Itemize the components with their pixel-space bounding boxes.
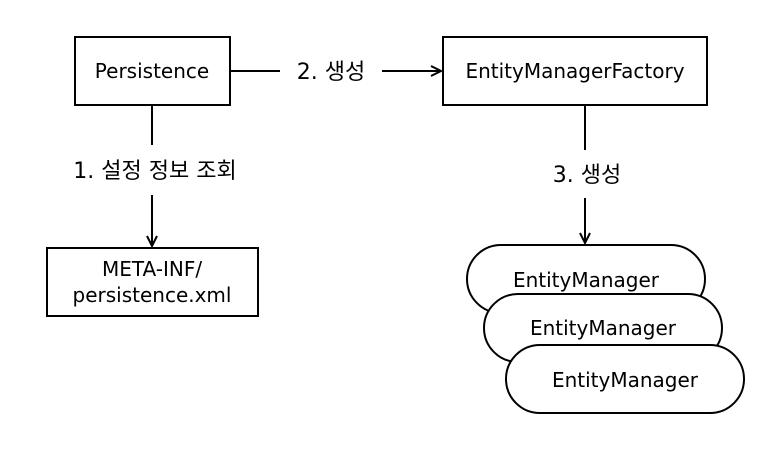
persistence-node: Persistence: [74, 36, 231, 106]
edge-create-factory: 2. 생성: [230, 60, 441, 85]
edge-create-manager-label: 3. 생성: [553, 163, 621, 188]
entity-manager-label-2: EntityManager: [530, 316, 677, 340]
persistence-xml-label-line1: META-INF/: [102, 257, 202, 281]
entity-manager-factory-label: EntityManagerFactory: [465, 59, 684, 83]
entity-manager-label-3: EntityManager: [552, 368, 699, 392]
entity-manager-label-1: EntityManager: [513, 268, 660, 292]
persistence-label: Persistence: [95, 59, 209, 83]
persistence-xml-node: META-INF/ persistence.xml: [46, 247, 259, 317]
edge-create-manager: 3. 생성: [553, 105, 621, 243]
persistence-xml-label-line2: persistence.xml: [73, 283, 232, 307]
edge-create-factory-label: 2. 생성: [297, 60, 365, 85]
entity-manager-node-3: EntityManager: [505, 344, 745, 414]
edge-lookup-config: 1. 설정 정보 조회: [73, 105, 237, 246]
entity-manager-factory-node: EntityManagerFactory: [442, 36, 708, 106]
edge-lookup-config-label: 1. 설정 정보 조회: [73, 159, 236, 184]
